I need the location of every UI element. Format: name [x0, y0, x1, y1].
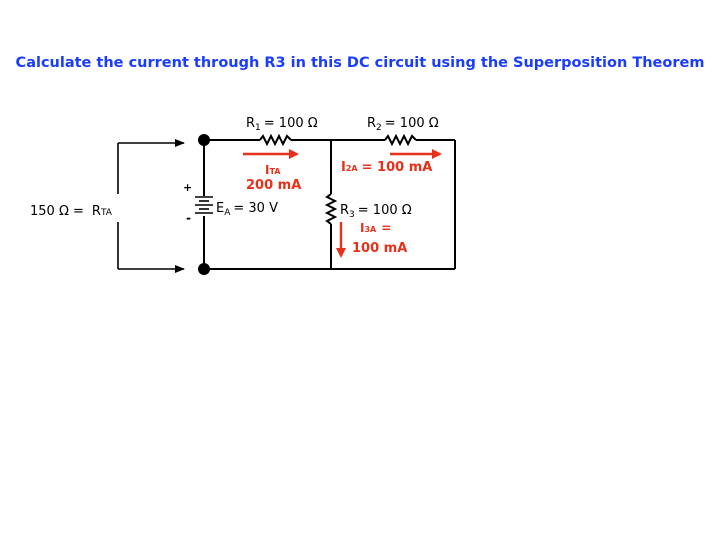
ea-label: EA= 30 V	[216, 201, 278, 218]
r3-label: R3= 100 Ω	[340, 203, 412, 220]
ea-plus-sign: +	[183, 181, 192, 194]
rta-bracket	[117, 139, 185, 273]
i2a-label: I2A= 100 mA	[341, 160, 432, 175]
i3a-value: 100 mA	[352, 241, 407, 256]
ea-minus-sign: -	[186, 211, 191, 225]
r1-resistor	[259, 133, 292, 147]
rta-label: 150 Ω =RTA	[30, 204, 113, 219]
ita-value: 200 mA	[246, 178, 301, 193]
circuit-wires	[203, 133, 456, 270]
terminal-top	[198, 134, 210, 146]
r1-label: R1= 100 Ω	[246, 116, 318, 133]
i3a-label: I3A=	[360, 221, 391, 235]
ita-label: ITA	[265, 163, 281, 177]
page-title: Calculate the current through R3 in this…	[15, 55, 705, 71]
r2-resistor	[384, 133, 417, 147]
r2-label: R2= 100 Ω	[367, 116, 439, 133]
r3-resistor	[324, 193, 338, 225]
battery-ea	[195, 196, 213, 214]
terminal-bottom	[198, 263, 210, 275]
